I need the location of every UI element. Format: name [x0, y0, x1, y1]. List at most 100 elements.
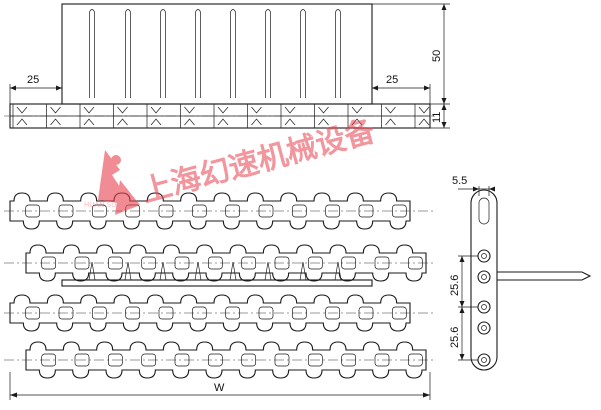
dim-belt-height: 11: [431, 112, 443, 123]
module-slot: [25, 204, 41, 218]
module-slot: [141, 256, 157, 270]
flight-rib: [335, 9, 341, 98]
watermark-logo-icon: HUAN SU: [84, 150, 140, 215]
module-slot: [107, 256, 123, 270]
flight-rib: [195, 9, 201, 98]
module-slot: [274, 353, 290, 367]
module-slot: [207, 256, 223, 270]
module-slot: [91, 204, 107, 218]
module-row: [25, 341, 427, 379]
module-row: [9, 294, 411, 332]
module-slot: [58, 306, 74, 320]
module-slot: [307, 353, 323, 367]
flight-spikes: [88, 261, 342, 281]
dim-width: W: [214, 382, 225, 394]
flight-rib: [265, 9, 271, 98]
hinge-mark: [217, 118, 229, 126]
module-slot: [258, 204, 274, 218]
hinge-mark: [418, 118, 430, 126]
module-slot: [358, 306, 374, 320]
module-rows: [4, 192, 436, 379]
svg-text:HUAN SU: HUAN SU: [84, 201, 116, 209]
flight-spike: [334, 261, 342, 281]
hinge-mark: [117, 118, 128, 126]
dim-flight-height: 50: [431, 50, 443, 62]
hinge-mark: [16, 118, 28, 126]
module-slot: [225, 204, 241, 218]
module-slot: [274, 256, 290, 270]
module-slot: [41, 353, 57, 367]
module-slot: [291, 306, 307, 320]
hinge-mark: [318, 118, 329, 126]
module-slot: [41, 256, 57, 270]
module-slot: [325, 306, 341, 320]
hinge-mark: [284, 118, 296, 126]
flight-rib: [160, 9, 166, 98]
module-slot: [158, 204, 174, 218]
hinge-mark: [83, 118, 95, 126]
flight-rib: [125, 9, 131, 98]
module-slot: [241, 353, 257, 367]
hinge-mark: [16, 106, 28, 114]
hinge-mark: [117, 106, 128, 114]
flight-plate: [61, 3, 373, 105]
watermark: HUAN SU 上海幻速机械设备: [84, 114, 380, 215]
flight-spike: [159, 261, 167, 281]
module-slot: [225, 306, 241, 320]
flight-rib: [89, 9, 95, 98]
module-row: [25, 244, 427, 282]
hinge-mark: [385, 118, 396, 126]
module-slot: [258, 306, 274, 320]
plan-view: W: [4, 192, 436, 400]
side-view: 5.5 25.6 25.6: [449, 175, 592, 371]
hinge-mark: [150, 118, 162, 126]
flight-spike: [194, 261, 202, 281]
module-slot: [391, 306, 407, 320]
belt-hinges: [12, 104, 430, 128]
module-slot: [241, 256, 257, 270]
hinge-mark: [284, 106, 296, 114]
module-slot: [191, 204, 207, 218]
hinge-mark: [184, 106, 195, 114]
hinge-mark: [83, 106, 95, 114]
dim-side-left: 25: [27, 74, 39, 86]
flight-arm: [497, 271, 592, 281]
module-slot: [307, 256, 323, 270]
module-slot: [141, 353, 157, 367]
module-slot: [74, 256, 90, 270]
hinge-mark: [251, 118, 262, 126]
flight-rib: [230, 9, 236, 98]
module-slot: [325, 204, 341, 218]
module-slot: [374, 353, 390, 367]
module-slot: [407, 256, 423, 270]
module-slot: [291, 204, 307, 218]
link-body: [470, 189, 498, 371]
module-slot: [407, 353, 423, 367]
hinge-mark: [318, 106, 329, 114]
module-slot: [391, 204, 407, 218]
module-row: [9, 192, 411, 230]
module-slot: [174, 256, 190, 270]
dim-side-right: 25: [386, 74, 398, 86]
module-slot: [125, 306, 141, 320]
flight-spike: [264, 261, 272, 281]
flight-spike: [299, 261, 307, 281]
flight-rib: [300, 9, 306, 98]
module-slot: [174, 353, 190, 367]
flight-topview: [61, 279, 373, 287]
hinge-mark: [351, 118, 363, 126]
flight-ribs: [89, 9, 341, 98]
module-slot: [207, 353, 223, 367]
module-slot: [358, 204, 374, 218]
dim-pitch-lower: 25.6: [449, 327, 461, 348]
module-slot: [107, 353, 123, 367]
module-slot: [341, 353, 357, 367]
hinge-mark: [217, 106, 229, 114]
hinge-mark: [50, 106, 61, 114]
hinge-mark: [50, 118, 61, 126]
flight-spike: [88, 261, 96, 281]
module-slot: [191, 306, 207, 320]
top-view: 25 25 50 11: [4, 3, 450, 129]
module-slot: [158, 306, 174, 320]
dim-pitch-upper: 25.6: [449, 275, 461, 296]
